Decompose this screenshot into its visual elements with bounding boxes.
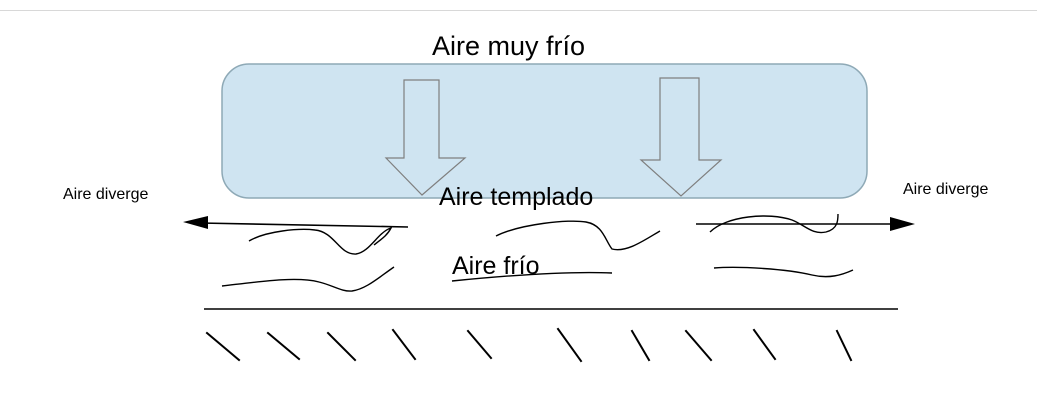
ground-hatch-mark	[752, 328, 777, 361]
ground-hatch-mark	[835, 329, 853, 362]
diverging-air-left-label: Aire diverge	[63, 186, 149, 203]
cold-air-label: Aire frío	[452, 252, 540, 280]
left-diverge-line	[199, 222, 409, 228]
down-arrow-left-icon	[384, 79, 467, 196]
right-arrowhead-icon	[890, 217, 915, 231]
left-arrowhead-icon	[183, 216, 208, 229]
ground-hatch-mark	[205, 331, 241, 362]
ground-hatch-mark	[266, 331, 301, 361]
turbulent-line-center-top	[495, 220, 661, 251]
turbulent-line-right-bottom	[713, 266, 854, 278]
ground-hatch-mark	[684, 329, 713, 362]
ground-hatch-mark	[556, 327, 583, 363]
diverging-air-right-label: Aire diverge	[903, 181, 989, 198]
ground-hatch-mark	[630, 329, 651, 362]
turbulent-line-center-bottom	[451, 271, 613, 282]
ground-hatching	[205, 327, 853, 363]
very-cold-air-label: Aire muy frío	[432, 31, 586, 61]
ground-hatch-mark	[326, 331, 357, 362]
temperate-air-label: Aire templado	[439, 183, 594, 211]
cold-air-mass	[221, 63, 868, 199]
turbulent-line-left-top	[248, 226, 393, 255]
turbulent-line-right-top	[709, 213, 839, 234]
down-arrow-right-icon	[639, 77, 723, 197]
ground-hatch-mark	[466, 329, 493, 360]
ground-hatch-mark	[391, 328, 417, 361]
turbulent-line-left-bottom	[221, 266, 395, 292]
